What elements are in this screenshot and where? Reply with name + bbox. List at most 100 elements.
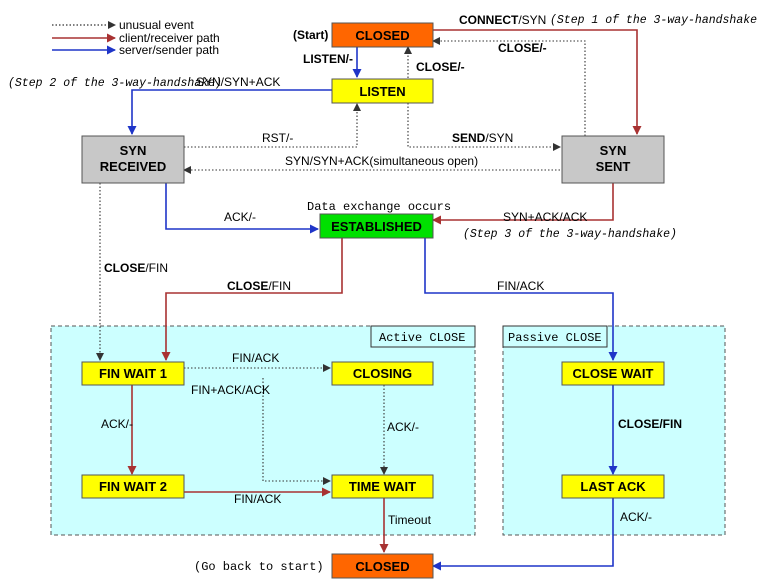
passive-close-label-box [502,325,608,348]
legend-unusual-label: unusual event [119,18,194,32]
state-closed-top-label: CLOSED [355,28,409,43]
state-fin-wait-1: FIN WAIT 1 [81,361,185,386]
ack-lastack-label: ACK/- [620,510,652,524]
close-top-label: CLOSE/- [498,41,547,55]
state-established-box [319,213,434,239]
fin-ack-fw1-label: FIN/ACK [232,351,279,365]
close-listen-label: CLOSE/- [416,60,465,74]
fin-ack-fw2-label: FIN/ACK [234,492,281,506]
state-fin-wait-2: FIN WAIT 2 [81,474,185,499]
state-fin-wait-2-box [81,474,185,499]
legend-server-label: server/sender path [119,43,219,57]
ack-closing-label: ACK/- [387,420,419,434]
send-syn-label-event: SEND [452,131,486,145]
state-last-ack: LAST ACK [561,474,665,499]
edge-lastack-closed [432,498,614,571]
passive-close-region: Passive CLOSE [502,325,726,536]
state-syn-received-label-1: SYN [120,143,147,158]
state-close-wait-label: CLOSE WAIT [573,366,654,381]
state-closing: CLOSING [331,361,434,386]
state-fin-wait-1-box [81,361,185,386]
close-fin-event: CLOSE [227,279,268,293]
edge-closed-synsent [433,29,642,135]
connect-syn-label-event: CONNECT [459,13,519,27]
edge-established-closewait [424,238,618,361]
state-last-ack-box [561,474,665,499]
state-established: ESTABLISHED [319,213,434,239]
ack-established-label: ACK/- [224,210,256,224]
state-listen-box [331,78,434,104]
state-syn-sent-label-2: SENT [596,159,631,174]
ack-fw1-label: ACK/- [101,417,133,431]
passive-close-box [502,325,726,536]
state-listen: LISTEN [331,78,434,104]
state-established-label: ESTABLISHED [331,219,422,234]
state-syn-sent-label-1: SYN [600,143,627,158]
state-closed-bottom: CLOSED [331,553,434,579]
state-fin-wait-1-label: FIN WAIT 1 [99,366,167,381]
legend-client-label: client/receiver path [119,31,220,45]
close-fin-action: /FIN [268,279,291,293]
go-back-label: (Go back to start) [194,560,324,574]
edge-synsent-established [432,183,614,225]
send-syn-label-action: /SYN [485,131,513,145]
state-closed-bottom-box [331,553,434,579]
close-fin-left-action: /FIN [145,261,168,275]
listen-event-label: LISTEN/- [303,52,353,66]
finack-ack-label: FIN+ACK/ACK [191,383,270,397]
close-fin-left-label: CLOSE/FIN [104,261,168,275]
state-closing-box [331,361,434,386]
timeout-label: Timeout [388,513,432,527]
connect-syn-label-action: /SYN [518,13,546,27]
state-syn-received: SYN RECEIVED [81,135,185,184]
synack-ack-label: SYN+ACK/ACK [503,210,587,224]
close-fin-left-event: CLOSE [104,261,145,275]
state-last-ack-label: LAST ACK [580,479,646,494]
step1-label: (Step 1 of the 3-way-handshake [550,14,757,27]
state-listen-label: LISTEN [359,84,405,99]
legend: unusual event client/receiver path serve… [52,18,220,57]
edge-labels: (Start) CONNECT/SYN (Step 1 of the 3-way… [8,13,757,574]
simultaneous-label: SYN/SYN+ACK(simultaneous open) [285,154,478,168]
unusual-transitions [96,37,586,485]
state-time-wait: TIME WAIT [331,474,434,499]
edge-established-finwait1 [161,238,343,361]
close-fin-label: CLOSE/FIN [227,279,291,293]
state-syn-received-box [81,135,185,184]
state-close-wait-box [561,361,665,386]
step2-label: (Step 2 of the 3-way-handshake) [8,77,222,90]
state-closed-top-box [331,22,434,48]
active-close-label: Active CLOSE [379,331,465,345]
step3-label: (Step 3 of the 3-way-handshake) [463,228,677,241]
passive-close-label: Passive CLOSE [508,331,602,345]
active-close-label-box [370,325,476,348]
close-fin-passive-label: CLOSE/FIN [618,417,682,431]
state-closing-label: CLOSING [353,366,412,381]
client-transitions [127,29,642,553]
edge-synrcvd-established [165,183,319,234]
state-closed-top: CLOSED [331,22,434,48]
send-syn-label: SEND/SYN [452,131,513,145]
state-time-wait-label: TIME WAIT [349,479,416,494]
fin-ack-passive-label: FIN/ACK [497,279,544,293]
server-transitions [127,47,618,571]
edge-listen-synrcvd [127,89,332,135]
state-time-wait-box [331,474,434,499]
state-fin-wait-2-label: FIN WAIT 2 [99,479,167,494]
start-label: (Start) [293,28,328,42]
state-syn-sent: SYN SENT [561,135,665,184]
edge-listen-synsent [407,103,561,151]
edge-synrcvd-listen [184,103,361,148]
edge-finwait1-timewait [262,378,331,485]
state-closed-bottom-label: CLOSED [355,559,409,574]
rst-label: RST/- [262,131,293,145]
data-exchange-label: Data exchange occurs [307,200,451,214]
state-syn-received-label-2: RECEIVED [100,159,166,174]
syn-synack-label: SYN/SYN+ACK [196,75,280,89]
edge-closed-top-close [432,37,586,136]
connect-syn-label: CONNECT/SYN [459,13,546,27]
state-syn-sent-box [561,135,665,184]
state-close-wait: CLOSE WAIT [561,361,665,386]
